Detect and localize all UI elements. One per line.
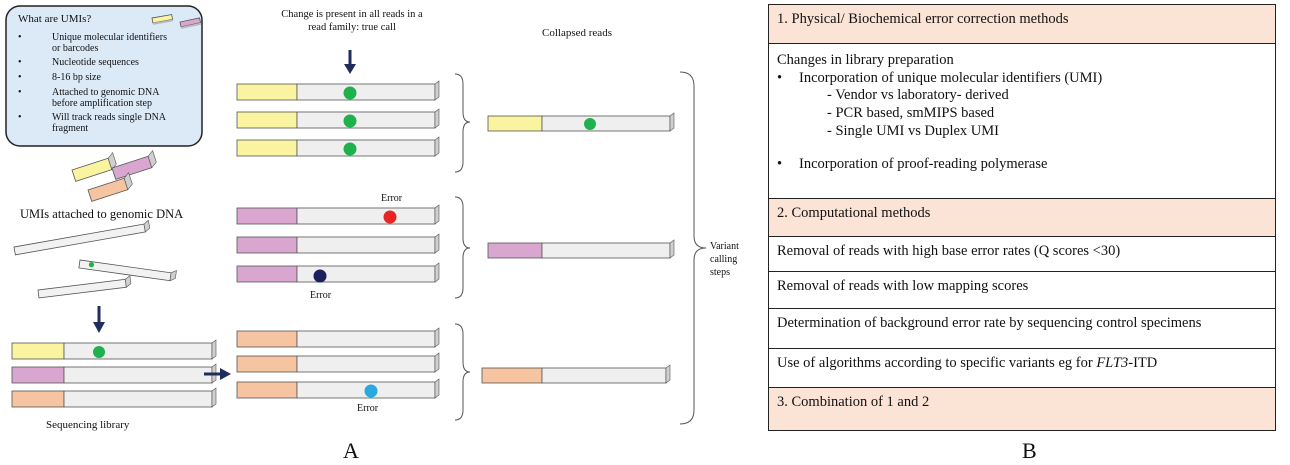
table-row-background-error: Determination of background error rate b… <box>769 309 1275 349</box>
bracket-family-pink <box>454 196 471 299</box>
library-prep-title: Changes in library preparation <box>777 52 954 68</box>
umi-bullet-3: 8-16 bp size <box>52 72 101 83</box>
floating-umis <box>71 149 157 202</box>
sub-item-3: - Single UMI vs Duplex UMI <box>827 122 999 139</box>
panel-a-diagram: What are UMIs? • Unique molecular identi… <box>5 5 739 431</box>
error-label-navy: Error <box>310 290 332 301</box>
read-family-yellow <box>236 73 471 173</box>
table-row-mapping: Removal of reads with low mapping scores <box>769 272 1275 309</box>
sub-item-2: - PCR based, smMIPS based <box>827 105 995 122</box>
svg-text:•: • <box>18 87 22 98</box>
row-text-after: -ITD <box>1128 355 1158 371</box>
true-call-label-line-1: Change is present in all reads in a <box>281 9 423 20</box>
true-call-arrow <box>344 50 356 74</box>
umi-bullet-2: Nucleotide sequences <box>52 57 139 68</box>
umi-incorporation: Incorporation of unique molecular identi… <box>799 69 1103 86</box>
row-text: 3. Combination of 1 and 2 <box>777 394 930 410</box>
row-text: 2. Computational methods <box>777 205 931 221</box>
variant-calling-line-2: calling <box>710 254 737 265</box>
right-arrow-to-families <box>204 368 231 380</box>
bracket-family-yellow <box>454 73 471 173</box>
error-label-blue: Error <box>357 403 379 414</box>
collapsed-reads-label: Collapsed reads <box>542 27 612 39</box>
umi-box-bullets: • Unique molecular identifiers or barcod… <box>18 32 167 134</box>
collapsed-read-orange <box>481 364 671 384</box>
table-row-algorithms: Use of algorithms according to specific … <box>769 349 1275 388</box>
variant-calling-line-1: Variant <box>710 241 739 252</box>
umi-bullet-5-line-1: Will track reads single DNA <box>52 112 167 123</box>
umi-box-title: What are UMIs? <box>18 13 91 25</box>
polymerase-item: Incorporation of proof-reading polymeras… <box>799 156 1048 173</box>
error-label-red: Error <box>381 193 403 204</box>
row-text: Removal of reads with high base error ra… <box>777 243 1121 259</box>
umi-bullet-1-line-1: Unique molecular identifiers <box>52 32 167 43</box>
panel-b-table: 1. Physical/ Biochemical error correctio… <box>768 4 1276 431</box>
sequencing-library-label: Sequencing library <box>46 419 130 431</box>
svg-text:•: • <box>18 72 22 83</box>
true-call-label-line-2: read family: true call <box>308 22 396 33</box>
umi-box-chips <box>151 14 202 29</box>
umi-bullet-5-line-2: fragment <box>52 123 88 134</box>
collapsed-read-yellow <box>487 112 675 132</box>
sub-item-1: - Vendor vs laboratory- derived <box>827 87 1009 104</box>
table-row-header-3: 3. Combination of 1 and 2 <box>769 388 1275 430</box>
variant-calling-line-3: steps <box>710 267 730 278</box>
collapsed-read-pink <box>487 239 675 259</box>
svg-text:•: • <box>18 32 22 43</box>
gene-name: FLT3 <box>1096 355 1129 371</box>
table-row-base-error: Removal of reads with high base error ra… <box>769 237 1275 272</box>
svg-text:•: • <box>18 112 22 123</box>
umi-bullet-4-line-1: Attached to genomic DNA <box>52 87 160 98</box>
umi-bullet-4-line-2: before amplification step <box>52 98 152 109</box>
row-text-before: Use of algorithms according to specific … <box>777 355 1097 371</box>
svg-text:•: • <box>18 57 22 68</box>
table-row-header-2: 2. Computational methods <box>769 199 1275 237</box>
panel-b-label: B <box>1022 438 1037 463</box>
bracket-family-orange <box>454 323 471 421</box>
row-text: 1. Physical/ Biochemical error correctio… <box>777 11 1069 27</box>
table-row-header-1: 1. Physical/ Biochemical error correctio… <box>769 5 1275 44</box>
table-row-library-prep: Changes in library preparation •Incorpor… <box>769 44 1275 199</box>
genomic-dna-strands <box>13 219 177 299</box>
variant-calling-brace <box>679 71 707 425</box>
read-family-orange: Error <box>236 323 471 421</box>
umi-info-box <box>5 5 203 147</box>
umis-attached-label: UMIs attached to genomic DNA <box>20 207 183 221</box>
row-text: Determination of background error rate b… <box>777 315 1202 331</box>
row-text: Removal of reads with low mapping scores <box>777 278 1029 294</box>
down-arrow-to-library <box>93 306 105 333</box>
read-family-pink: Error Error <box>236 193 471 301</box>
sequencing-library <box>11 339 217 408</box>
panel-a-label: A <box>343 438 359 463</box>
umi-bullet-1-line-2: or barcodes <box>52 43 98 54</box>
